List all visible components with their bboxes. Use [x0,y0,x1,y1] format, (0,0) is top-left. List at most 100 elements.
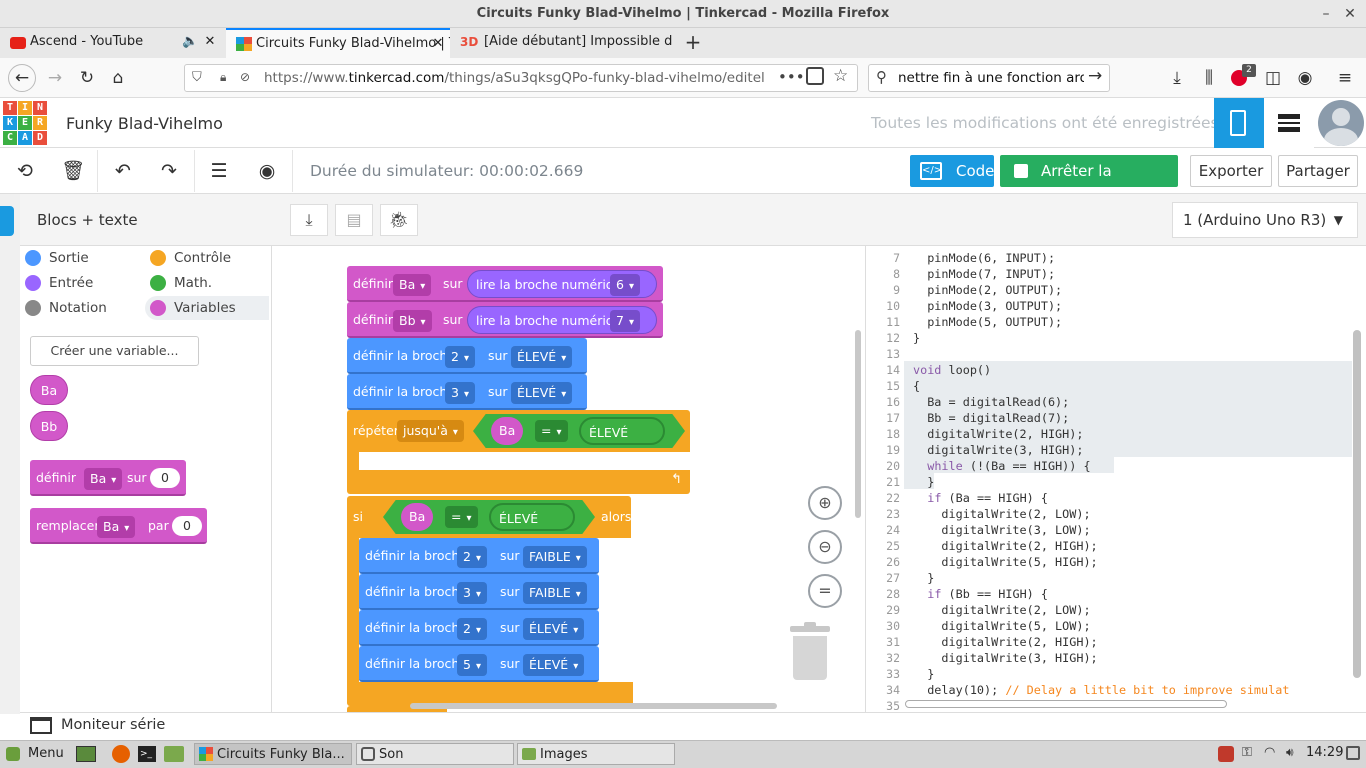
set-pin-block[interactable]: définir la broche 5 sur ÉLEVÉ [359,646,599,682]
bookmark-star-icon[interactable]: ☆ [833,66,849,86]
sidebar-icon[interactable]: ◫ [1264,68,1282,88]
next-block-partial[interactable] [347,706,447,712]
category-notation[interactable]: Notation [20,296,144,320]
change-variable-block[interactable]: remplacer Ba par 0 [30,508,207,544]
set-pin-block[interactable]: définir la broche 2 sur FAIBLE [359,538,599,574]
category-control[interactable]: Contrôle [145,246,269,270]
network-lock-icon[interactable]: ⚿ [1242,745,1252,760]
search-input[interactable]: nettre fin à une fonction arduino [898,70,1084,86]
code-line[interactable]: void loop() [913,363,992,377]
serial-monitor-label[interactable]: Moniteur série [61,717,166,733]
menu-button[interactable]: Menu [28,746,64,761]
rotate-icon[interactable]: ⟲ [17,160,33,182]
set-pin-block[interactable]: définir la broche 3 sur ÉLEVÉ [347,374,587,410]
search-go-arrow-icon[interactable]: → [1088,66,1103,86]
variable-bb-block[interactable]: Bb [30,411,68,441]
code-line[interactable]: digitalWrite(5, LOW); [913,619,1091,633]
volume-icon[interactable]: 🔊︎ [1286,745,1294,759]
code-line[interactable]: pinMode(6, INPUT); [913,251,1056,265]
library-icon[interactable]: ⫼ [1205,68,1213,88]
code-line[interactable]: } [913,331,921,345]
workspace-horizontal-scrollbar[interactable] [410,703,777,709]
terminal-launcher-icon[interactable]: >_ [138,746,156,762]
code-line[interactable]: while (!(Ba == HIGH)) { [927,459,1091,473]
url-text[interactable]: https://www.tinkercad.com/things/aSu3qks… [264,70,765,86]
tab-forum[interactable]: 3D [Aide débutant] Impossible d [454,28,676,58]
stop-simulation-button[interactable]: Arrêter la simulation [1000,155,1178,212]
reload-icon[interactable]: ↻ [79,68,95,88]
code-line[interactable]: } [913,475,935,489]
code-line[interactable]: pinMode(3, OUTPUT); [913,299,1063,313]
set-pin-block[interactable]: définir la broche 3 sur FAIBLE [359,574,599,610]
code-line[interactable]: if (Bb == HIGH) { [927,587,1048,601]
code-line[interactable]: digitalWrite(2, LOW); [913,603,1091,617]
visibility-eye-icon[interactable]: ◉ [258,160,276,182]
code-line[interactable]: digitalWrite(2, HIGH); [913,635,1098,649]
lock-icon[interactable]: 🔒︎ [220,70,227,84]
code-line[interactable]: pinMode(5, OUTPUT); [913,315,1063,329]
taskbar-item-firefox[interactable]: Circuits Funky Bla... [194,743,352,765]
set-bb-block[interactable]: définir Bb sur lire la broche numérique … [347,302,663,338]
code-line[interactable]: } [913,571,935,585]
account-icon[interactable]: ◉ [1297,68,1313,88]
code-button[interactable]: </> Code [910,155,994,187]
forward-arrow-icon[interactable]: → [47,68,63,88]
code-line[interactable]: digitalWrite(5, HIGH); [913,555,1098,569]
user-avatar[interactable] [1318,100,1364,146]
compare-block[interactable]: Ba = ÉLEVÉ [383,500,595,534]
page-actions-icon[interactable]: ••• [778,68,805,86]
compare-block[interactable]: Ba = ÉLEVÉ [473,414,685,448]
code-line[interactable]: Ba = digitalRead(6); [913,395,1070,409]
editor-mode-select[interactable]: Blocs + texte [37,211,138,229]
trash-can-icon[interactable] [790,622,830,680]
code-line[interactable]: pinMode(2, OUTPUT); [913,283,1063,297]
create-variable-button[interactable]: Créer une variable... [30,336,199,366]
tab-tinkercad[interactable]: Circuits Funky Blad-Vihelmo | T ✕ [226,28,450,58]
search-bar[interactable] [868,64,1110,92]
zoom-in-icon[interactable]: ⊕ [808,486,842,520]
code-line[interactable]: } [913,667,935,681]
editor-horizontal-scrollbar[interactable] [905,700,1227,708]
code-line[interactable]: Bb = digitalRead(7); [913,411,1070,425]
home-icon[interactable]: ⌂ [112,68,124,88]
download-code-icon[interactable]: ⤓ [290,204,328,236]
taskbar-item-images[interactable]: Images [517,743,675,765]
shield-icon[interactable]: ⛉ [192,70,202,85]
download-icon[interactable]: ⤓ [1173,68,1181,88]
code-line[interactable]: delay(10); // Delay a little bit to impr… [913,683,1290,697]
pocket-icon[interactable] [806,67,824,85]
new-tab-plus-icon[interactable]: + [684,30,702,54]
read-digital-pin-block[interactable]: lire la broche numérique 6 [467,270,657,298]
code-line[interactable]: digitalWrite(2, HIGH); [913,539,1098,553]
wifi-icon[interactable]: ◠ [1264,745,1276,760]
hamburger-menu-icon[interactable]: ≡ [1337,68,1353,88]
close-tab-icon[interactable]: ✕ [432,36,444,51]
redo-icon[interactable]: ↷ [161,160,177,182]
circuit-view-button[interactable] [1214,98,1264,148]
set-variable-block[interactable]: définir Ba sur 0 [30,460,186,496]
editor-vertical-scrollbar[interactable] [1353,330,1361,678]
update-shield-icon[interactable] [1218,746,1234,762]
category-math[interactable]: Math. [145,271,269,295]
minimize-icon[interactable]: – [1322,6,1330,22]
if-block[interactable]: si Ba = ÉLEVÉ alors [347,496,631,538]
code-editor[interactable] [866,246,1366,712]
device-select[interactable]: 1 (Arduino Uno R3) ▼ [1172,202,1358,238]
code-line[interactable]: digitalWrite(3, HIGH); [913,443,1084,457]
collapsed-panel-strip[interactable] [0,194,20,714]
back-arrow-icon[interactable]: ← [8,64,36,92]
zoom-out-icon[interactable]: ⊖ [808,530,842,564]
export-button[interactable]: Exporter [1190,155,1272,187]
category-variables[interactable]: Variables [145,296,269,320]
debugger-bug-icon[interactable]: 🐞︎ [380,204,418,236]
code-line[interactable]: { [913,379,921,393]
workspace-vertical-scrollbar[interactable] [855,330,861,518]
files-launcher-icon[interactable] [164,746,184,762]
trash-icon[interactable]: 🗑︎ [60,160,86,182]
category-input[interactable]: Entrée [20,271,144,295]
clock[interactable]: 14:29 [1306,745,1344,760]
taskbar-item-sound[interactable]: Son [356,743,514,765]
set-pin-block[interactable]: définir la broche 2 sur ÉLEVÉ [359,610,599,646]
set-ba-block[interactable]: définir Ba sur lire la broche numérique … [347,266,663,302]
serial-monitor-bar[interactable] [20,712,1366,740]
